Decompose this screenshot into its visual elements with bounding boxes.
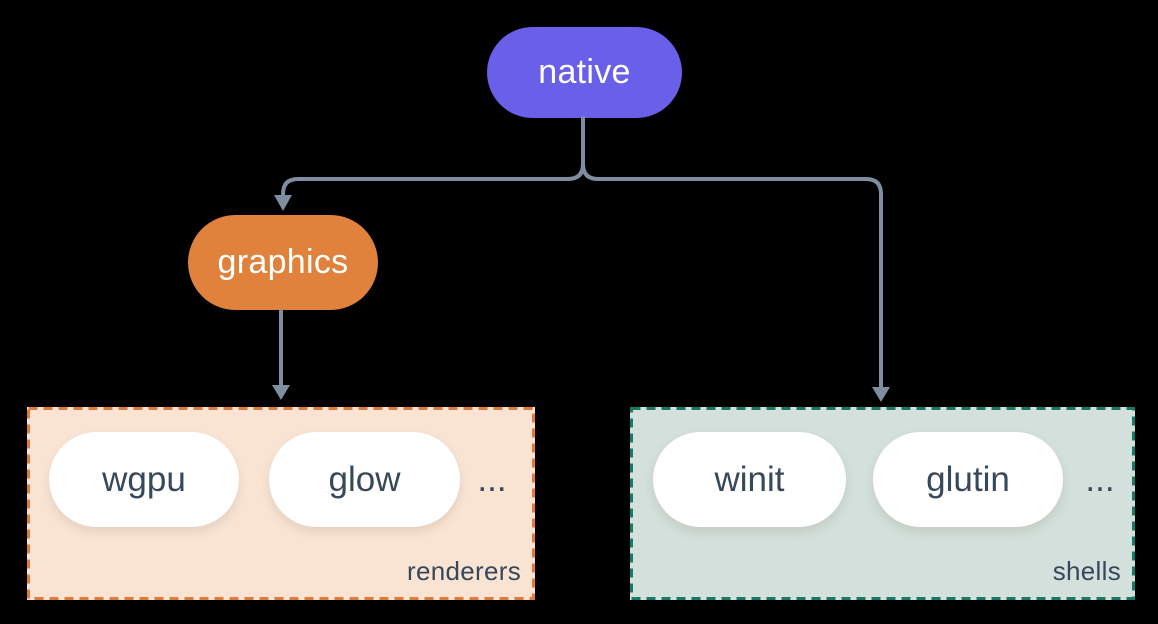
node-graphics: graphics [188,215,378,310]
arrow-down-icon [272,385,290,400]
node-native: native [487,27,682,118]
connector-native-shells [581,116,883,390]
group-shells: winit glutin ... shells [630,407,1135,600]
pill-glow: glow [269,432,460,527]
arrow-down-icon [872,387,890,402]
connector-native-graphics [281,116,585,198]
pill-wgpu: wgpu [49,432,239,527]
pill-winit: winit [653,432,846,527]
group-label-renderers: renderers [407,556,521,586]
renderers-ellipsis: ... [477,459,507,499]
group-label-shells: shells [1052,556,1121,586]
pill-glutin: glutin [873,432,1063,527]
shells-ellipsis: ... [1085,459,1115,499]
group-renderers: wgpu glow ... renderers [27,407,535,600]
arrow-down-icon [274,195,292,211]
